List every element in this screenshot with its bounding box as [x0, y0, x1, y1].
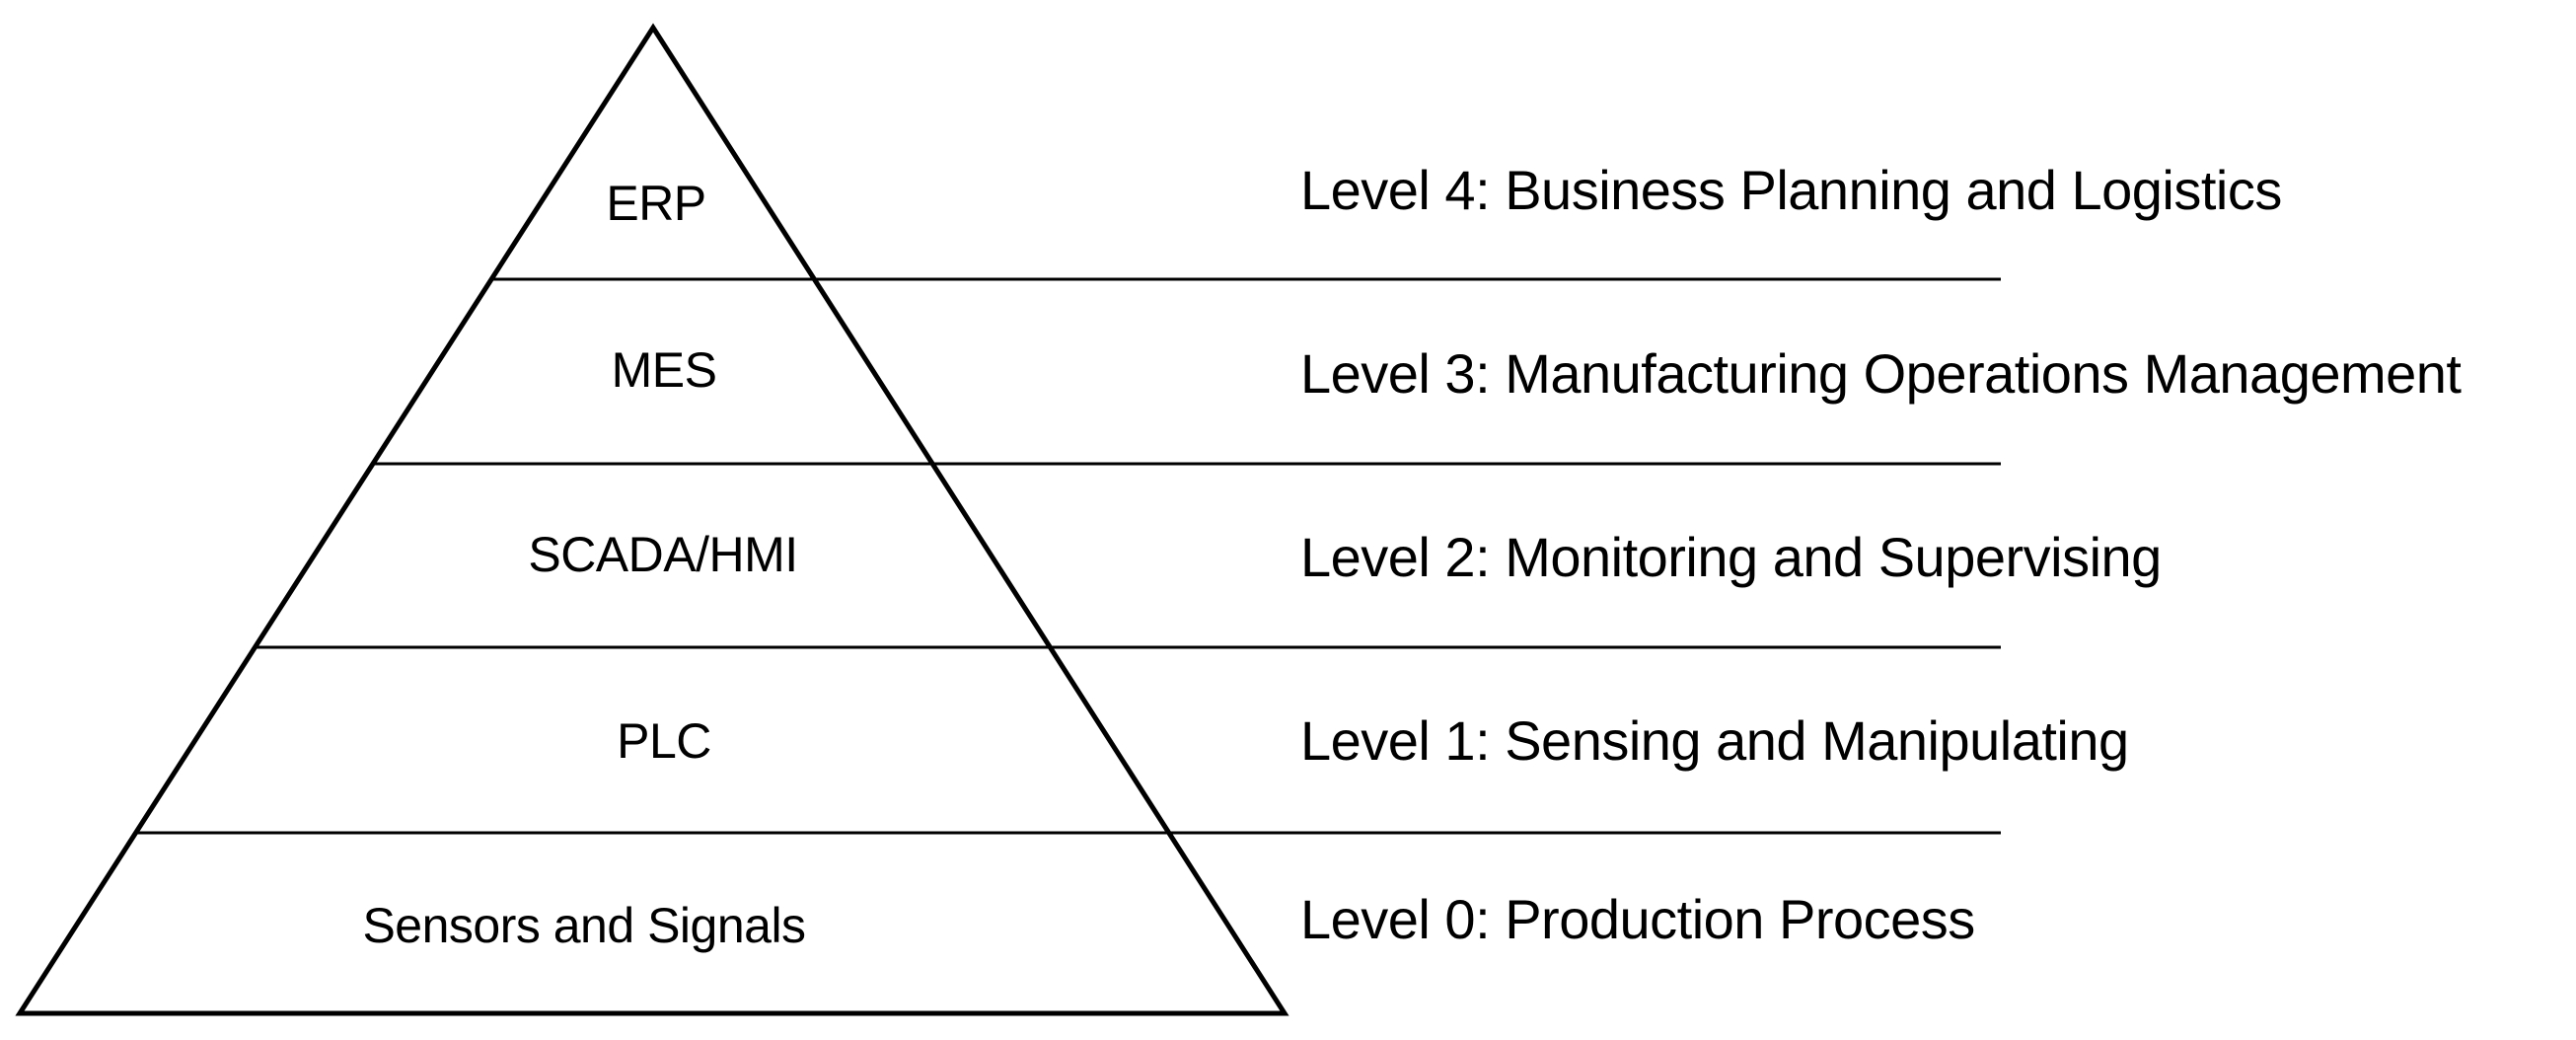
level-3-description: Level 3: Manufacturing Operations Manage… [1300, 342, 2462, 405]
level-4-description: Level 4: Business Planning and Logistics [1300, 159, 2282, 221]
pyramid-tier-label-scada-hmi: SCADA/HMI [528, 527, 798, 582]
pyramid-tier-label-erp: ERP [606, 176, 706, 231]
pyramid-outline [15, 23, 1289, 1016]
pyramid-tier-label-sensors-and-signals: Sensors and Signals [362, 898, 806, 953]
pyramid-tier-label-plc: PLC [617, 713, 711, 769]
level-2-description: Level 2: Monitoring and Supervising [1300, 526, 2162, 588]
level-0-description: Level 0: Production Process [1300, 888, 1975, 950]
pyramid-tier-label-mes: MES [611, 342, 717, 398]
level-1-description: Level 1: Sensing and Manipulating [1300, 709, 2129, 772]
